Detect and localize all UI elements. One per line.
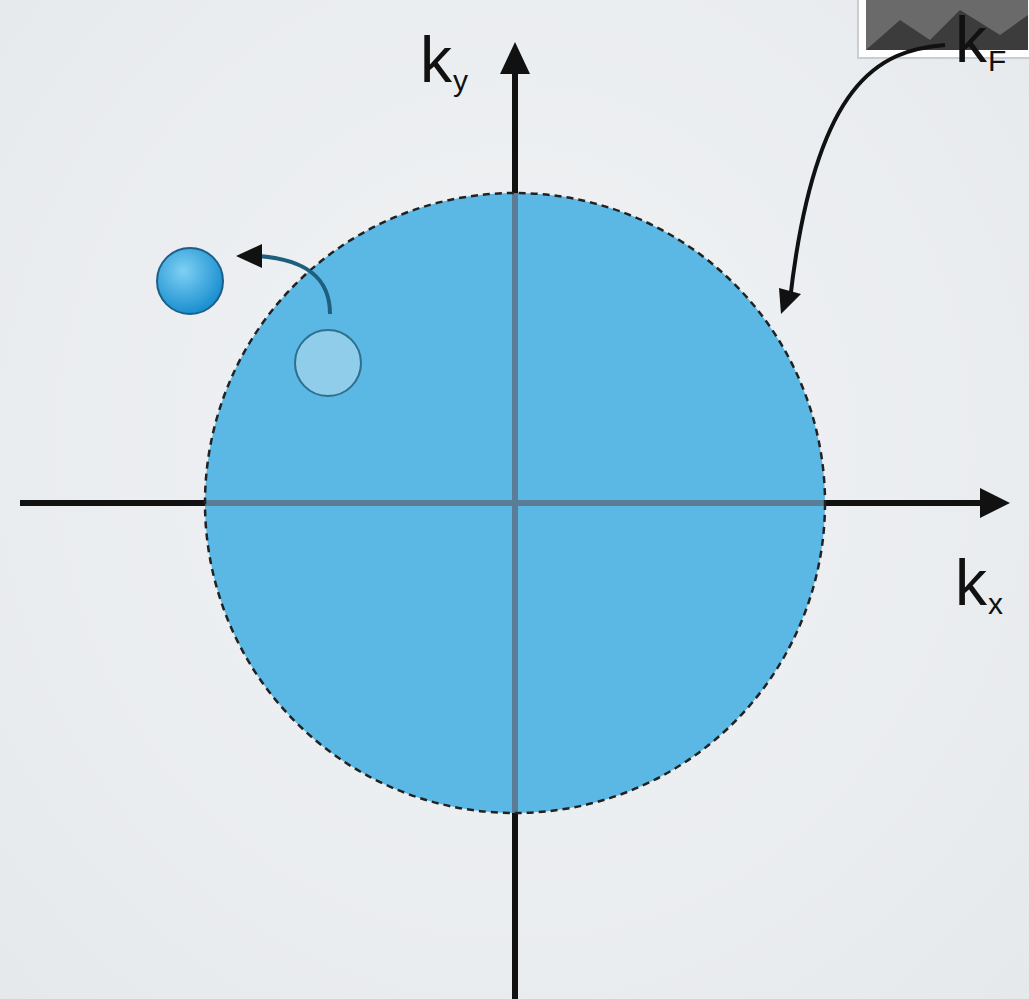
fermi-surface (205, 193, 825, 813)
axis-label: ky (420, 32, 468, 96)
ky-axis (512, 65, 518, 999)
kx-axis (20, 500, 990, 506)
hole-circle (295, 330, 361, 396)
electron-ball (157, 248, 223, 314)
fermi-disc (205, 193, 825, 813)
leader-arrowhead (779, 288, 801, 314)
excitation-arrow (258, 256, 330, 314)
axis-arrowhead (500, 42, 530, 74)
axis-label: kF (955, 12, 1006, 76)
axis-arrowhead (980, 488, 1010, 518)
leader-line (790, 45, 945, 300)
excitation-arrowhead (236, 244, 262, 268)
axis-inside (512, 193, 518, 813)
axis-label: kx (955, 555, 1003, 619)
